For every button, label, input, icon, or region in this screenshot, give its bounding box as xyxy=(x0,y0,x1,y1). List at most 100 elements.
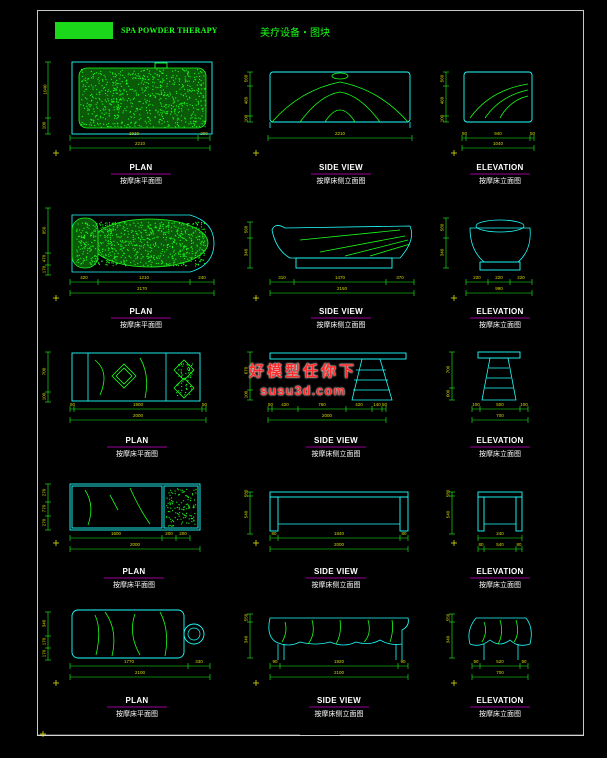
plan-5-bed xyxy=(71,609,185,659)
elev-2-cn: 按摩床立面图 xyxy=(479,322,521,329)
side-1-body xyxy=(269,71,411,123)
plan-2-vdim-text: 950 xyxy=(41,226,47,234)
plan-3-vdim-text: 700 xyxy=(41,367,47,376)
plan-3-label: PLAN xyxy=(125,436,149,445)
elev-1-curves xyxy=(469,83,529,119)
side-1-vdim-text: 460 xyxy=(243,96,249,105)
plan-5-face-ring xyxy=(183,623,205,645)
side-1-curves xyxy=(271,81,409,123)
plan-5-folds xyxy=(94,611,168,657)
plan-5-face-hole xyxy=(187,627,201,641)
title-block-logo xyxy=(55,22,113,39)
plan-5-hdim-text: 1770 xyxy=(123,659,134,664)
elev-3-vdim-text: 700 xyxy=(445,365,451,374)
side-4-hdim-total-text: 2000 xyxy=(333,542,344,547)
elev-5-hdim-text: 90 xyxy=(473,659,479,664)
elev-4-leg xyxy=(515,496,523,532)
side-5-folds xyxy=(281,619,394,645)
plan-2-cn: 按摩床平面图 xyxy=(120,322,162,329)
side-2-cn: 按摩床侧立面图 xyxy=(316,322,366,329)
plan-5-hdim-total-text: 2100 xyxy=(134,670,145,675)
plan-5-cn: 按摩床平面图 xyxy=(116,711,158,718)
watermark-line-2: susu3d.com xyxy=(260,383,346,398)
side-2-hdim-text: 1470 xyxy=(334,275,345,280)
side-5-vdim-text: 550 xyxy=(243,613,249,622)
side-5-vdim-text: 340 xyxy=(243,635,249,644)
elev-5-hdim-text: 520 xyxy=(496,659,504,664)
watermark-line-1: 好模型任你下 xyxy=(248,363,357,380)
elev-1-vdim-text: 460 xyxy=(439,96,445,105)
side-2-vdim-text: 340 xyxy=(243,248,249,257)
elev-5-cloth xyxy=(468,617,532,646)
plan-1-hdim-text: 1910 xyxy=(128,131,139,136)
side-1-hdim-text: 2210 xyxy=(334,131,345,136)
elev-5-vdim-text: 340 xyxy=(445,635,451,644)
side-4-leg xyxy=(399,496,409,532)
side-2-hdim-total-text: 2150 xyxy=(336,286,347,291)
plan-2-texture xyxy=(94,221,207,267)
elev-4-label: ELEVATION xyxy=(476,567,524,576)
side-1-label: SIDE VIEW xyxy=(318,163,364,172)
elev-3-hdim-text: 100 xyxy=(520,402,528,407)
elev-2-vdim-text: 580 xyxy=(439,223,445,232)
side-4-hdim-text: 80 xyxy=(401,531,407,536)
side-3-hdim-text: 420 xyxy=(355,402,363,407)
side-3-stripes xyxy=(353,369,390,391)
plan-4-vdim-text: 270 xyxy=(41,488,47,497)
side-4-label: SIDE VIEW xyxy=(313,567,359,576)
elev-3-vdim-text: 600 xyxy=(445,389,451,398)
side-2-label: SIDE VIEW xyxy=(318,307,364,316)
side-4-cn: 按摩床侧立面图 xyxy=(311,582,361,589)
side-2-hdim-text: 310 xyxy=(278,275,286,280)
elev-3-stand xyxy=(481,357,517,401)
plan-4-lines xyxy=(84,487,151,526)
side-3-hdim-text: 50 xyxy=(382,402,388,407)
plan-2-hdim-total-text: 2170 xyxy=(136,286,147,291)
elev-4-hdim-2-text: 540 xyxy=(496,542,504,547)
elev-2-hdim-text: 220 xyxy=(517,275,525,280)
side-4-hdim-text: 80 xyxy=(271,531,277,536)
elev-4-leg xyxy=(477,496,485,532)
elev-3-hdim-text: 100 xyxy=(472,402,480,407)
plan-4-hdim-text: 1600 xyxy=(110,531,121,536)
elev-1-vdim-text: 100 xyxy=(439,114,445,123)
side-3-hdim-text: 760 xyxy=(318,402,326,407)
elev-1-hdim-text: 50 xyxy=(530,131,536,136)
plan-1-bed xyxy=(71,61,213,135)
plan-1-vdim-text: 1040 xyxy=(42,84,48,95)
plan-4-hdim-total-text: 2000 xyxy=(129,542,140,547)
elev-2-hdim-text: 220 xyxy=(495,275,503,280)
plan-2-cushion xyxy=(91,218,209,268)
elev-4-vdim-text: 540 xyxy=(445,510,451,519)
elev-1-cn: 按摩床立面图 xyxy=(479,178,521,185)
plan-4-label: PLAN xyxy=(122,567,146,576)
elev-5-vdim-text: 550 xyxy=(445,613,451,622)
elev-4-top xyxy=(477,491,523,498)
plan-4-bed xyxy=(69,483,201,531)
drawing-title-cn: 美疗设备・图块 xyxy=(260,28,330,39)
side-2-body xyxy=(271,225,413,259)
elev-4-cn: 按摩床立面图 xyxy=(479,582,521,589)
elev-5-hdim-text: 90 xyxy=(521,659,527,664)
side-2-curves xyxy=(299,229,411,257)
plan-5-hdim-text: 330 xyxy=(195,659,203,664)
drawing-title-en: SPA POWDER THERAPY xyxy=(121,26,218,35)
elev-2-hdim-text: 220 xyxy=(473,275,481,280)
elev-1-body xyxy=(463,71,533,123)
plan-3-texture xyxy=(175,363,194,397)
elev-2-base xyxy=(479,261,521,271)
side-3-cn: 按摩床侧立面图 xyxy=(311,451,361,458)
side-3-hdim-text: 420 xyxy=(281,402,289,407)
elev-1-label: ELEVATION xyxy=(476,163,524,172)
plan-4-cushion xyxy=(71,485,163,529)
side-5-hdim-text: 1920 xyxy=(333,659,344,664)
plan-1-cn: 按摩床平面图 xyxy=(120,178,162,185)
plan-4-vdim-text: 770 xyxy=(41,504,47,513)
side-4-leg xyxy=(269,496,279,532)
elev-3-stripes xyxy=(485,367,513,389)
elev-3-label: ELEVATION xyxy=(476,436,524,445)
plan-5-label: PLAN xyxy=(125,696,149,705)
plan-2-hdim-text: 240 xyxy=(198,275,206,280)
elev-5-hdim-total-text: 700 xyxy=(496,670,504,675)
plan-4-hdim-text: 200 xyxy=(179,531,187,536)
